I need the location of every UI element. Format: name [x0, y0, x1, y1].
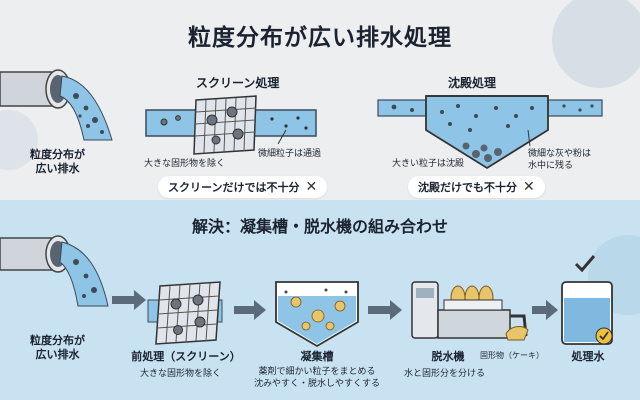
settling-result-badge: 沈殿だけでも不十分 ✕ — [408, 176, 545, 198]
source-label-line: 広い排水 — [35, 162, 80, 175]
treated-water-icon — [561, 255, 613, 345]
source-label-line: 広い排水 — [35, 348, 80, 361]
coagulation-title: 凝集槽 — [300, 350, 334, 363]
source-label-line: 粒度分布が — [30, 148, 85, 161]
screen-note-large: 大きな固形物を除く — [144, 159, 226, 169]
cake-label: 固形物（ケーキ） — [480, 351, 544, 360]
coagulation-note-line: 沈みやすく・脱水しやすくする — [254, 379, 380, 389]
dewater-title: 脱水機 — [431, 350, 465, 363]
screen-channel-icon — [145, 95, 317, 155]
flow-arrow-icon — [234, 300, 266, 320]
prescreen-note: 大きな固形物を除く — [140, 369, 222, 379]
flow-arrow-icon — [368, 300, 402, 320]
solution-heading: 解決：凝集槽・脱水機の組み合わせ — [191, 217, 448, 236]
decor-circle — [552, 0, 640, 88]
screen-title: スクリーン処理 — [196, 76, 280, 90]
settling-note-line: 微細な灰や粉は — [528, 149, 592, 159]
source-label-bottom: 粒度分布が 広い排水 — [30, 334, 85, 362]
settling-title: 沈殿処理 — [448, 76, 497, 90]
coagulation-tank-icon — [275, 281, 359, 348]
fail-x-icon: ✕ — [305, 179, 318, 195]
prescreen-title: 前処理（スクリーン） — [131, 350, 241, 363]
settling-result-text: 沈殿だけでも不十分 — [418, 181, 517, 194]
dewatering-machine-icon — [411, 281, 529, 341]
screen-result-badge: スクリーンだけでは不十分 ✕ — [158, 176, 328, 198]
drain-pipe-icon — [0, 235, 109, 307]
drain-pipe-icon — [0, 69, 113, 141]
settling-note-large: 大きい粒子は沈殿 — [392, 159, 465, 169]
treated-water-title: 処理水 — [571, 350, 605, 363]
settling-note-fine: 微細な灰や粉は 水中に残る — [528, 148, 591, 172]
settling-note-line: 水中に残る — [528, 161, 574, 171]
page-title: 粒度分布が広い排水処理 — [188, 25, 452, 51]
flow-arrow-icon — [112, 290, 146, 310]
dewater-note: 水と固形分を分ける — [404, 369, 486, 379]
flow-arrow-icon — [532, 300, 558, 320]
source-label-line: 粒度分布が — [30, 334, 85, 347]
prescreen-icon — [147, 281, 223, 345]
source-label-top: 粒度分布が 広い排水 — [30, 148, 85, 176]
settling-tank-icon — [377, 95, 603, 170]
decor-circle — [0, 110, 38, 170]
screen-note-fine: 微細粒子は通過 — [258, 149, 322, 159]
fail-x-icon: ✕ — [523, 179, 535, 195]
coagulation-note-line: 薬剤で細かい粒子をまとめる — [258, 367, 376, 377]
screen-result-text: スクリーンだけでは不十分 — [168, 181, 300, 194]
coagulation-note: 薬剤で細かい粒子をまとめる 沈みやすく・脱水しやすくする — [250, 366, 384, 390]
